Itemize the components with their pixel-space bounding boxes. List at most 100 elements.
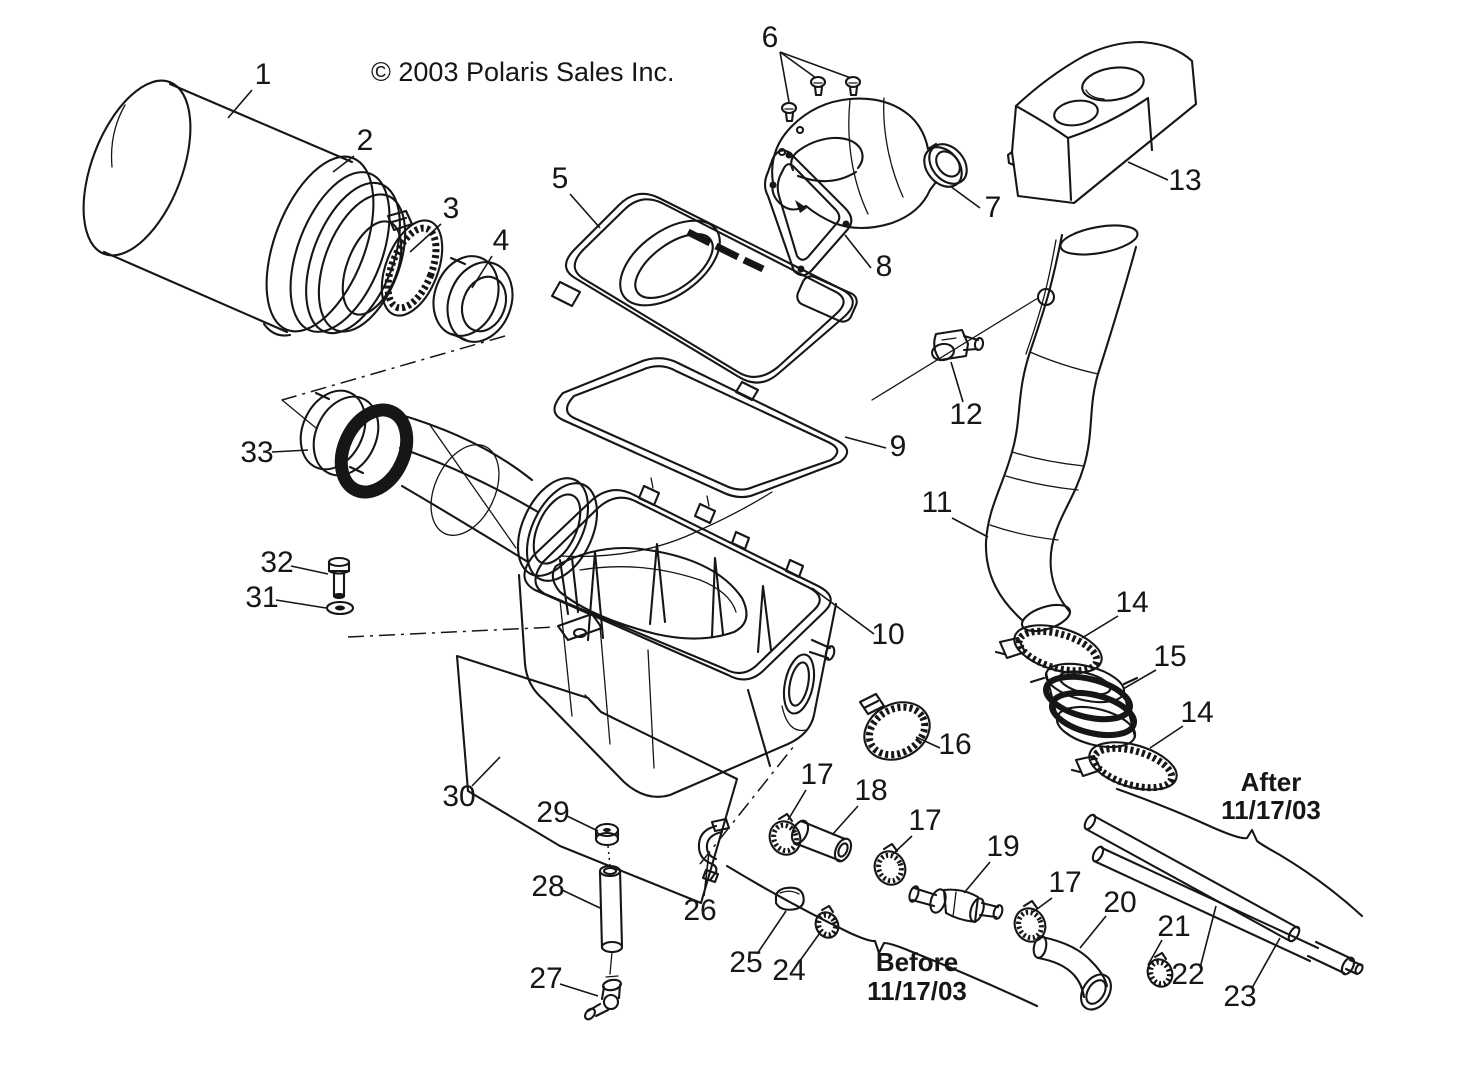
part-callout-25: 25	[729, 946, 762, 979]
callout-leader-line	[779, 51, 817, 79]
callout-leader-line	[271, 449, 309, 453]
callout-leader-line	[1122, 669, 1157, 690]
part-14-clamps-drawing	[994, 624, 1178, 792]
part-7-intake-duct-drawing	[771, 97, 968, 230]
part-callout-13: 13	[1168, 164, 1201, 197]
callout-leader-line	[561, 889, 601, 909]
part-callout-17: 17	[800, 758, 833, 791]
part-28-drain-tube-drawing	[598, 864, 624, 975]
part-5-airbox-cover-drawing	[550, 192, 858, 402]
callout-leader-line	[798, 929, 823, 963]
callout-leader-line	[1081, 615, 1119, 639]
callout-leader-line	[1251, 937, 1281, 989]
callout-leader-line	[1079, 915, 1107, 949]
part-callout-33: 33	[240, 436, 273, 469]
part-26-clip-drawing	[697, 817, 731, 884]
part-9-cover-seal-drawing	[553, 357, 849, 499]
part-callout-26: 26	[683, 894, 716, 927]
part-callout-15: 15	[1153, 640, 1186, 673]
part-22-hose-drawing	[1083, 813, 1301, 943]
callout-leader-line	[892, 835, 913, 855]
part-callout-11: 11	[921, 486, 952, 519]
part-15-adapter-boot-drawing	[1029, 662, 1139, 749]
part-callout-7: 7	[985, 191, 1002, 224]
part-callout-12: 12	[949, 398, 982, 431]
part-callout-14: 14	[1115, 586, 1148, 619]
part-callout-2: 2	[357, 124, 374, 157]
callout-leader-line	[1199, 905, 1217, 969]
part-callout-6: 6	[762, 21, 779, 54]
after-date-note-line2: 11/17/03	[1221, 795, 1321, 825]
part-callout-21: 21	[1157, 910, 1190, 943]
callout-leader-line	[951, 517, 989, 538]
before-date-note-line2: 11/17/03	[867, 976, 967, 1006]
part-24-clamp-drawing	[814, 904, 840, 939]
part-callout-30: 30	[442, 780, 475, 813]
part-30-foam-seal-drawing	[455, 654, 739, 905]
part-8-gasket-drawing	[763, 149, 853, 277]
callout-leader-line	[950, 361, 964, 403]
callout-leader-line	[1127, 161, 1169, 181]
part-callout-27: 27	[529, 962, 562, 995]
part-callout-24: 24	[772, 954, 805, 987]
part-21-clamp-drawing	[1146, 951, 1174, 988]
part-16-clamp-drawing	[858, 692, 931, 761]
copyright-text: © 2003 Polaris Sales Inc.	[371, 57, 675, 87]
part-callout-8: 8	[876, 250, 893, 283]
part-callout-14: 14	[1180, 696, 1213, 729]
callout-leader-line	[831, 805, 859, 836]
part-3-clamp-drawing	[380, 209, 444, 317]
callout-leader-line	[409, 223, 442, 253]
callout-leader-line	[844, 436, 887, 449]
part-callout-19: 19	[986, 830, 1019, 863]
callout-leader-line	[703, 851, 710, 897]
part-callout-1: 1	[255, 58, 272, 91]
callout-leader-line	[559, 983, 599, 997]
part-callout-23: 23	[1223, 980, 1256, 1013]
part-callout-9: 9	[890, 430, 907, 463]
callout-leader-line	[756, 910, 787, 955]
part-6-screws-drawing	[780, 75, 862, 123]
part-callout-17: 17	[908, 804, 941, 837]
part-32-bolt-drawing	[327, 556, 351, 600]
part-20-elbow-hose-drawing	[1032, 935, 1112, 1011]
part-callout-29: 29	[536, 796, 569, 829]
callout-leader-line	[290, 565, 329, 575]
part-callout-16: 16	[938, 728, 971, 761]
callout-leader-line	[275, 599, 327, 609]
annotation-braces	[725, 787, 1364, 1008]
part-18-vent-hose-drawing	[790, 819, 853, 863]
part-29-nut-drawing	[594, 822, 620, 847]
part-13-foam-block-drawing	[1006, 40, 1198, 205]
callout-leader-line	[1149, 725, 1184, 749]
part-callout-17: 17	[1048, 866, 1081, 899]
part-19-valve-drawing	[908, 885, 1004, 924]
part-callout-3: 3	[443, 192, 460, 225]
callout-leader-line	[779, 51, 790, 103]
callout-leader-line	[227, 89, 253, 119]
part-callout-20: 20	[1103, 886, 1136, 919]
callout-leader-line	[1032, 897, 1053, 913]
callout-leader-line	[471, 255, 493, 289]
callout-leader-line	[844, 234, 872, 269]
part-12-fitting-drawing	[931, 328, 985, 362]
callout-leader-line	[332, 155, 355, 173]
callout-leader-line	[471, 756, 501, 787]
part-callout-5: 5	[552, 162, 569, 195]
part-4-seal-drawing	[432, 255, 514, 343]
part-1-air-filter-cover-drawing	[82, 79, 375, 337]
part-callout-4: 4	[493, 224, 510, 257]
part-callout-32: 32	[260, 546, 293, 579]
part-10-airbox-base-drawing	[517, 477, 838, 798]
part-callout-10: 10	[871, 618, 904, 651]
before-date-note-line1: Before	[876, 947, 958, 977]
callout-leader-line	[915, 736, 941, 749]
part-33-intake-boot-drawing	[299, 389, 773, 582]
assembly-centerlines	[281, 297, 1039, 867]
callout-leader-line	[949, 185, 981, 209]
part-callout-18: 18	[854, 774, 887, 807]
after-date-note-line1: After	[1241, 767, 1302, 797]
